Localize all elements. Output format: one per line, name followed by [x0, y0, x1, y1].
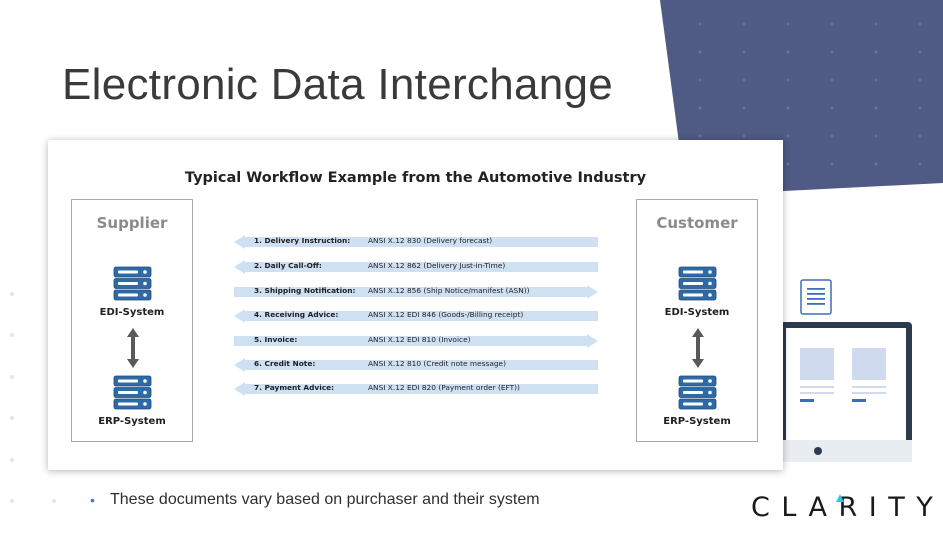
flow-row-4: 4. Receiving Advice: ANSI X.12 EDI 846 (… — [234, 309, 598, 323]
flow-arrow-left — [234, 260, 598, 274]
flow-row-6: 6. Credit Note: ANSI X.12 810 (Credit no… — [234, 358, 598, 372]
flow-arrow-right — [234, 285, 598, 299]
document-icon — [800, 279, 832, 315]
customer-box: Customer EDI-System ERP-System — [636, 199, 758, 442]
logo-accent-icon — [836, 494, 844, 502]
flow-label: 5. Invoice: — [254, 335, 298, 344]
supplier-edi-label: EDI-System — [99, 307, 165, 318]
flow-arrow-left — [234, 309, 598, 323]
flow-label: 7. Payment Advice: — [254, 383, 335, 392]
flow-standard: ANSI X.12 810 (Credit note message) — [368, 359, 506, 368]
bidirectional-arrow-icon — [692, 328, 704, 368]
bullet-text: These documents vary based on purchaser … — [110, 491, 540, 508]
flow-row-5: 5. Invoice: ANSI X.12 EDI 810 (Invoice) — [234, 334, 598, 348]
flow-row-1: 1. Delivery Instruction: ANSI X.12 830 (… — [234, 235, 598, 249]
bidirectional-arrow-icon — [127, 328, 139, 368]
server-stack-icon — [678, 266, 717, 301]
flow-arrow-left — [234, 235, 598, 249]
brand-logo: CLARITY — [751, 492, 943, 523]
flow-label: 6. Credit Note: — [254, 359, 316, 368]
flow-row-7: 7. Payment Advice: ANSI X.12 EDI 820 (Pa… — [234, 382, 598, 396]
flow-standard: ANSI X.12 EDI 820 (Payment order (EFT)) — [368, 383, 520, 392]
diagram-heading: Typical Workflow Example from the Automo… — [184, 170, 647, 186]
flow-standard: ANSI X.12 830 (Delivery forecast) — [368, 236, 493, 245]
customer-edi-label: EDI-System — [664, 307, 730, 318]
flow-arrow-left — [234, 358, 598, 372]
flow-label: 4. Receiving Advice: — [254, 310, 339, 319]
flow-row-3: 3. Shipping Notification: ANSI X.12 856 … — [234, 285, 598, 299]
flow-arrow-right — [234, 334, 598, 348]
bullet-dot-icon: • — [90, 492, 95, 508]
server-stack-icon — [113, 375, 152, 410]
edi-workflow-diagram: Typical Workflow Example from the Automo… — [48, 140, 783, 470]
server-stack-icon — [113, 266, 152, 301]
server-stack-icon — [678, 375, 717, 410]
flow-label: 1. Delivery Instruction: — [254, 236, 351, 245]
customer-title: Customer — [656, 214, 738, 232]
supplier-title: Supplier — [96, 214, 168, 232]
monitor-icon — [780, 322, 912, 462]
flow-standard: ANSI X.12 862 (Delivery Just-in-Time) — [368, 261, 506, 270]
flow-standard: ANSI X.12 856 (Ship Notice/manifest (ASN… — [368, 286, 530, 295]
flow-row-2: 2. Daily Call-Off: ANSI X.12 862 (Delive… — [234, 260, 598, 274]
flow-label: 2. Daily Call-Off: — [254, 261, 322, 270]
flow-standard: ANSI X.12 EDI 810 (Invoice) — [368, 335, 471, 344]
supplier-erp-label: ERP-System — [98, 416, 166, 427]
flow-standard: ANSI X.12 EDI 846 (Goods-/Billing receip… — [368, 310, 524, 319]
supplier-box: Supplier EDI-System ERP-System — [71, 199, 193, 442]
flow-arrow-left — [234, 382, 598, 396]
customer-erp-label: ERP-System — [663, 416, 731, 427]
flow-label: 3. Shipping Notification: — [254, 286, 356, 295]
slide-title: Electronic Data Interchange — [62, 60, 614, 109]
